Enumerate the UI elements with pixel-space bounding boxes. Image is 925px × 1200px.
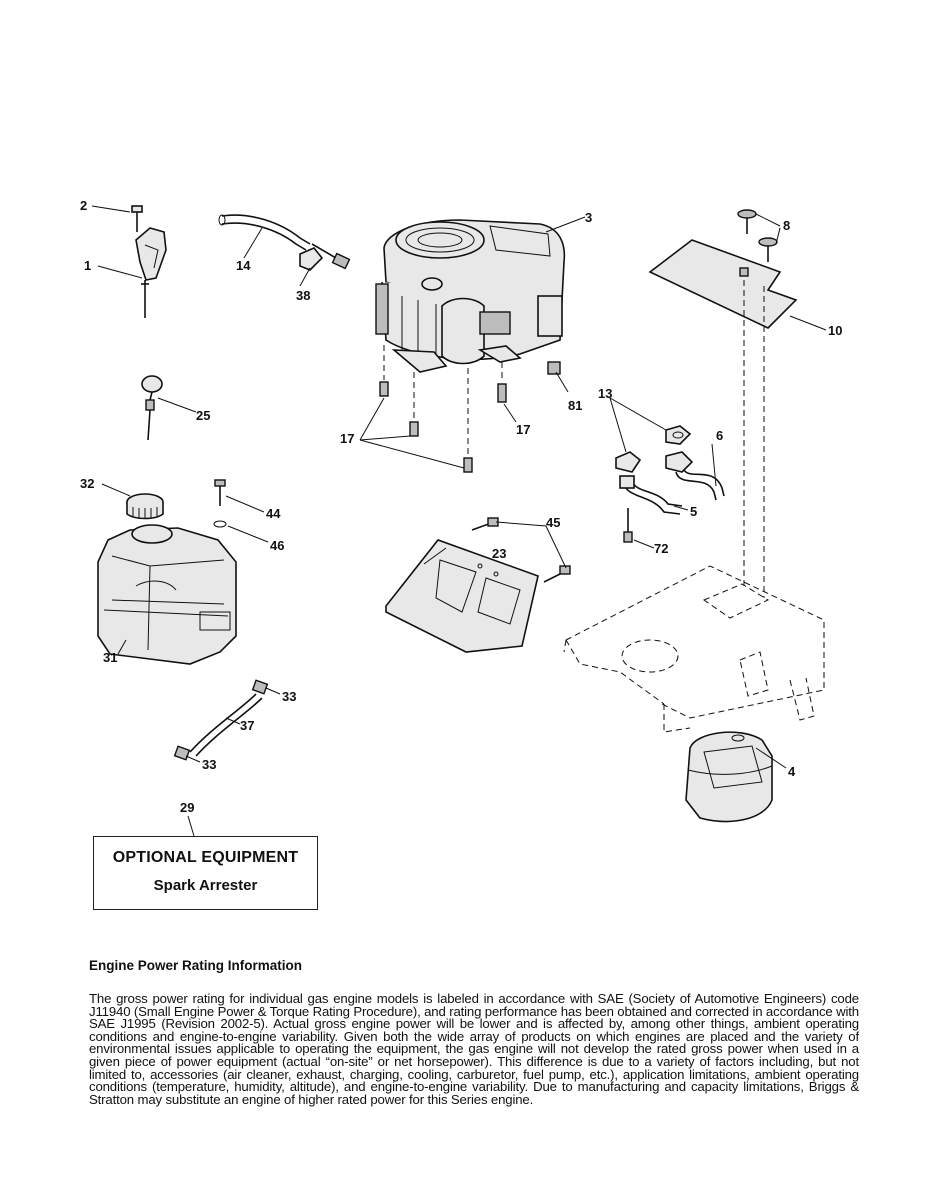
- power-rating-heading: Engine Power Rating Information: [89, 958, 303, 973]
- callout-45: 45: [546, 515, 560, 530]
- engine-parts-diagram: 2 1 14 38 3 8 10 81 13 6 5 72 25 17 17 3…: [80, 198, 842, 837]
- callout-23: 23: [492, 546, 506, 561]
- callout-13: 13: [598, 386, 612, 401]
- callout-81: 81: [568, 398, 582, 413]
- callout-10: 10: [828, 323, 842, 338]
- callout-2: 2: [80, 198, 87, 213]
- mounting-bolts-part: [379, 345, 507, 473]
- fuel-hose-part: [218, 214, 351, 271]
- throttle-bracket-part: [131, 205, 167, 318]
- callout-17b: 17: [516, 422, 530, 437]
- muffler-part: [685, 731, 773, 823]
- callout-44: 44: [266, 506, 281, 521]
- callout-37: 37: [240, 718, 254, 733]
- optional-equipment-title: OPTIONAL EQUIPMENT: [112, 849, 299, 866]
- callout-33b: 33: [202, 757, 216, 772]
- chassis-frame-part: [563, 565, 825, 733]
- engine-plate-part: [385, 517, 571, 653]
- callout-6: 6: [716, 428, 723, 443]
- callout-72: 72: [654, 541, 668, 556]
- dipstick-part: [141, 375, 163, 441]
- callout-14: 14: [236, 258, 251, 273]
- spark-arrester-label: Spark Arrester: [153, 877, 258, 894]
- callout-4: 4: [788, 764, 796, 779]
- callout-8: 8: [783, 218, 790, 233]
- power-rating-text: The gross power rating for individual ga…: [89, 991, 859, 1107]
- exhaust-tubes-part: [615, 425, 725, 543]
- callout-17a: 17: [340, 431, 354, 446]
- optional-equipment-box: OPTIONAL EQUIPMENT Spark Arrester: [93, 836, 318, 910]
- callout-25: 25: [196, 408, 210, 423]
- callout-46: 46: [270, 538, 284, 553]
- callout-38: 38: [296, 288, 310, 303]
- callout-5: 5: [690, 504, 697, 519]
- engine-part: [375, 219, 566, 375]
- callout-3: 3: [585, 210, 592, 225]
- callout-32: 32: [80, 476, 94, 491]
- callout-1: 1: [84, 258, 91, 273]
- heat-shield-part: [648, 209, 798, 598]
- fuel-tank-part: [97, 479, 237, 665]
- callout-29: 29: [180, 800, 194, 815]
- callout-33a: 33: [282, 689, 296, 704]
- callout-31: 31: [103, 650, 117, 665]
- fuel-line-part: [173, 679, 269, 761]
